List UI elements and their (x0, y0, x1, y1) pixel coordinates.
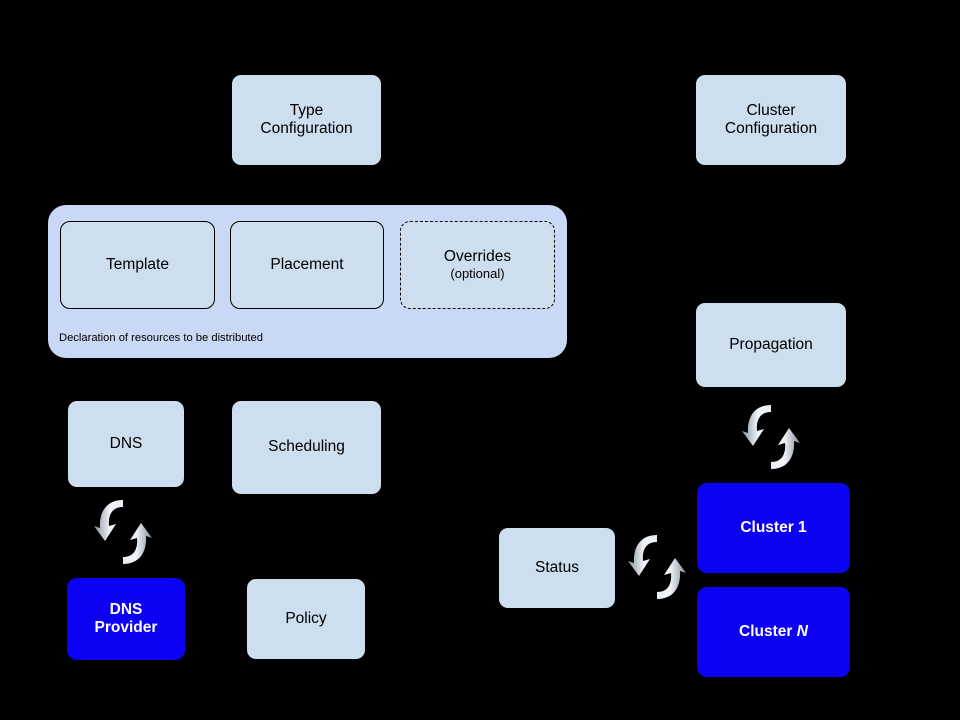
node-dns-provider-label-line1: DNS (109, 600, 143, 618)
sync-arrows-icon-status (626, 528, 688, 606)
node-cluster-1[interactable]: Cluster 1 (697, 483, 850, 573)
node-policy[interactable]: Policy (246, 578, 366, 660)
node-cluster-1-label: Cluster 1 (740, 519, 806, 537)
sync-arrows-icon-status-svg (628, 535, 686, 599)
node-cluster-1-label-prefix: Cluster (740, 518, 799, 536)
node-dns[interactable]: DNS (67, 400, 185, 488)
sync-arrows-icon-propagation (740, 398, 802, 476)
node-cluster-1-label-suffix: 1 (798, 518, 807, 536)
node-cluster-configuration-label: Cluster Configuration (725, 102, 817, 139)
sync-arrows-icon-dns (92, 493, 154, 571)
sync-arrows-icon-propagation-svg (742, 405, 800, 469)
node-dns-label: DNS (109, 434, 143, 452)
node-type-configuration-label-line2: Configuration (260, 120, 353, 137)
node-type-configuration[interactable]: Type Configuration (231, 74, 382, 166)
node-overrides-label: Overrides (optional) (444, 248, 511, 282)
node-dns-provider-label: DNS Provider (95, 601, 158, 638)
node-type-configuration-label-line1: Type (289, 101, 324, 119)
node-placement-label: Placement (270, 255, 344, 273)
node-scheduling-label: Scheduling (268, 438, 345, 456)
node-template[interactable]: Template (60, 221, 215, 309)
node-type-configuration-label: Type Configuration (260, 102, 352, 139)
node-overrides[interactable]: Overrides (optional) (400, 221, 555, 309)
node-cluster-n-label: Cluster N (739, 623, 808, 641)
node-cluster-n-label-prefix: Cluster (739, 622, 797, 640)
node-propagation[interactable]: Propagation (695, 302, 847, 388)
node-propagation-label: Propagation (729, 335, 813, 353)
node-status-label: Status (535, 558, 579, 576)
node-overrides-label-line1: Overrides (443, 248, 512, 266)
node-dns-provider[interactable]: DNS Provider (67, 578, 185, 660)
resource-declaration-caption: Declaration of resources to be distribut… (59, 332, 263, 344)
node-cluster-n-label-suffix: N (796, 622, 808, 640)
node-placement[interactable]: Placement (230, 221, 384, 309)
node-status[interactable]: Status (498, 527, 616, 609)
node-scheduling[interactable]: Scheduling (231, 400, 382, 495)
node-template-label: Template (106, 255, 169, 273)
node-cluster-n[interactable]: Cluster N (697, 587, 850, 677)
node-policy-label: Policy (285, 609, 327, 627)
node-overrides-label-line2: (optional) (450, 266, 505, 282)
node-dns-provider-label-line2: Provider (94, 619, 158, 636)
node-cluster-configuration-label-line2: Configuration (724, 120, 818, 137)
node-cluster-configuration-label-line1: Cluster (746, 101, 796, 119)
sync-arrows-icon-dns-svg (94, 500, 152, 564)
node-cluster-configuration[interactable]: Cluster Configuration (695, 74, 847, 166)
